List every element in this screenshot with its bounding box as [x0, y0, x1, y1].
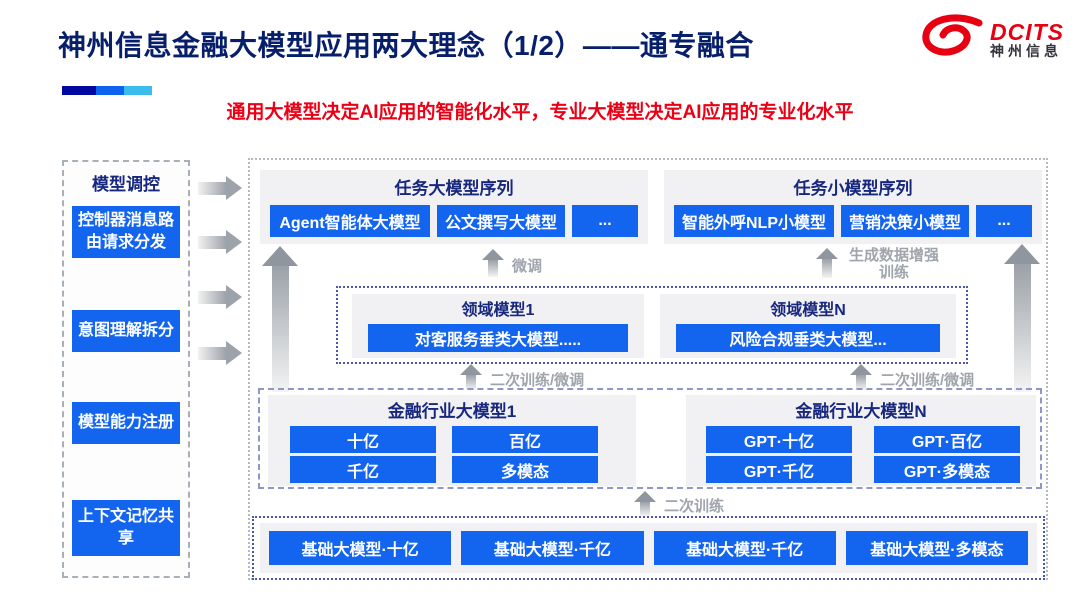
industry-model-n-group: 金融行业大模型N GPT·十亿 GPT·百亿 GPT·千亿 GPT·多模态 [686, 395, 1036, 486]
group-title: 领域模型1 [461, 302, 535, 319]
up-arrow-icon-second-train-left [460, 364, 482, 390]
model-box-1b: 十亿 [290, 426, 436, 453]
model-box-risk-compliance: 风险合规垂类大模型... [676, 324, 940, 352]
up-arrow-icon-second-train-bottom [634, 491, 656, 516]
base-model-multimodal: 基础大模型·多模态 [845, 531, 1028, 565]
base-model-1b: 基础大模型·十亿 [269, 531, 452, 565]
right-arrow-icon [198, 176, 242, 200]
model-box-nlp-outbound: 智能外呼NLP小模型 [674, 205, 834, 237]
base-models-box: 基础大模型·十亿 基础大模型·千亿 基础大模型·千亿 基础大模型·多模态 [252, 516, 1045, 580]
subtitle: 通用大模型决定AI应用的智能化水平，专业大模型决定AI应用的专业化水平 [226, 102, 854, 123]
model-box-agent: Agent智能体大模型 [270, 205, 430, 237]
industry-models-box: 金融行业大模型1 十亿 百亿 千亿 多模态 金融行业大模型N GPT·十亿 GP… [258, 388, 1042, 489]
up-arrow-icon-gen-data [816, 248, 838, 278]
group-title: 任务大模型序列 [394, 179, 514, 198]
domain-model-n-group: 领域模型N 风险合规垂类大模型... [660, 294, 956, 358]
domain-model-1-group: 领域模型1 对客服务垂类大模型..... [352, 294, 644, 358]
group-title: 金融行业大模型N [795, 402, 927, 421]
model-box-marketing: 营销决策小模型 [841, 205, 969, 237]
group-title: 金融行业大模型1 [387, 402, 517, 421]
swirl-logo-icon [920, 14, 984, 65]
up-arrow-icon-tall-left [262, 246, 298, 392]
domain-models-box: 领域模型1 对客服务垂类大模型..... 领域模型N 风险合规垂类大模型... [336, 286, 968, 364]
sidebar-item-register: 模型能力注册 [72, 402, 180, 444]
model-box-gpt-1b: GPT·十亿 [706, 426, 852, 453]
accent-segment-dark [62, 86, 96, 95]
up-arrow-icon-second-train-right [850, 364, 872, 390]
model-box-gpt-multimodal: GPT·多模态 [874, 456, 1020, 483]
logo-brand-cn: 神州信息 [990, 43, 1062, 60]
model-box-ellipsis: ... [976, 205, 1032, 237]
accent-bar [62, 86, 152, 95]
accent-segment-cyan [124, 86, 152, 95]
model-box-gpt-100b: GPT·千亿 [706, 456, 852, 483]
model-box-multimodal: 多模态 [452, 456, 598, 483]
label-finetune: 微调 [512, 258, 543, 275]
task-large-model-group: 任务大模型序列 Agent智能体大模型 公文撰写大模型 ... [260, 170, 648, 244]
model-box-doc-writing: 公文撰写大模型 [437, 205, 565, 237]
model-box-10b: 百亿 [452, 426, 598, 453]
base-models-band: 基础大模型·十亿 基础大模型·千亿 基础大模型·千亿 基础大模型·多模态 [260, 523, 1037, 573]
sidebar-item-intent: 意图理解拆分 [72, 310, 180, 352]
model-box-100b: 千亿 [290, 456, 436, 483]
industry-model-1-group: 金融行业大模型1 十亿 百亿 千亿 多模态 [268, 395, 636, 486]
company-logo: DCITS 神州信息 [920, 14, 1064, 65]
group-title: 领域模型N [770, 302, 846, 319]
model-control-sidebar: 模型调控 控制器消息路由请求分发 意图理解拆分 模型能力注册 上下文记忆共享 [62, 160, 190, 578]
model-box-customer-service: 对客服务垂类大模型..... [368, 324, 628, 352]
right-arrow-icon [198, 285, 242, 309]
diagram-container: 任务大模型序列 Agent智能体大模型 公文撰写大模型 ... 任务小模型序列 … [248, 158, 1048, 580]
page-title: 神州信息金融大模型应用两大理念（1/2）——通专融合 [58, 30, 754, 61]
right-arrow-icon [198, 341, 242, 365]
right-arrow-icon [198, 230, 242, 254]
label-second-train-finetune-left: 二次训练/微调 [490, 372, 585, 389]
label-second-train: 二次训练 [664, 498, 725, 515]
model-box-ellipsis: ... [572, 205, 638, 237]
task-small-model-group: 任务小模型序列 智能外呼NLP小模型 营销决策小模型 ... [664, 170, 1042, 244]
up-arrow-icon-tall-right [1004, 244, 1040, 392]
model-box-gpt-10b: GPT·百亿 [874, 426, 1020, 453]
label-gen-data-augment: 生成数据增强训练 [848, 247, 939, 282]
up-arrow-icon-finetune [482, 249, 504, 277]
label-second-train-finetune-right: 二次训练/微调 [880, 372, 975, 389]
base-model-100b-a: 基础大模型·千亿 [461, 531, 644, 565]
sidebar-item-router: 控制器消息路由请求分发 [72, 206, 180, 258]
sidebar-title: 模型调控 [92, 175, 160, 194]
group-title: 任务小模型序列 [793, 179, 913, 198]
base-model-100b-b: 基础大模型·千亿 [653, 531, 836, 565]
logo-brand-text: DCITS [990, 19, 1064, 46]
accent-segment-blue [96, 86, 124, 95]
sidebar-item-context: 上下文记忆共享 [72, 500, 180, 556]
